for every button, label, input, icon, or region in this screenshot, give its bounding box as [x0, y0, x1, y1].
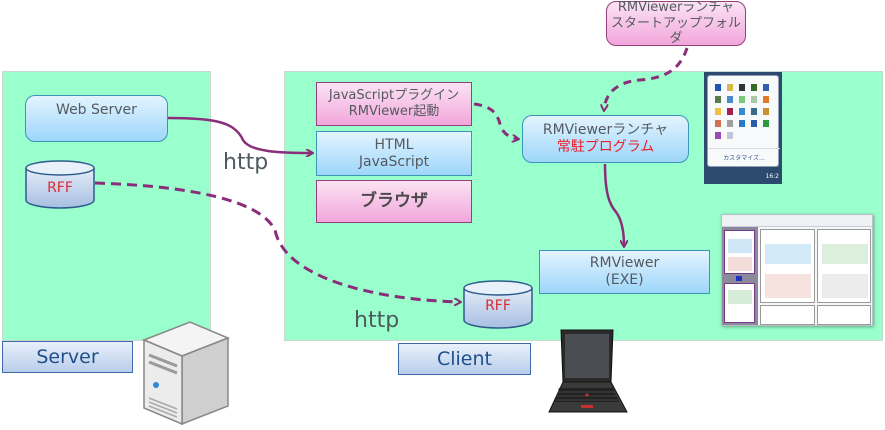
- server-tower-icon: [140, 310, 230, 426]
- tray-popup-screenshot: カスタマイズ... 16:2: [704, 72, 782, 184]
- server-rff-cylinder: RFF: [25, 160, 95, 210]
- startup-line1: RMViewerランチャ: [617, 0, 735, 16]
- web-server-box: Web Server: [25, 95, 168, 142]
- web-server-label: Web Server: [56, 102, 137, 118]
- tray-customize-link: カスタマイズ...: [723, 155, 765, 162]
- database-icon: [463, 280, 533, 329]
- launcher-box: RMViewerランチャ 常駐プログラム: [522, 115, 689, 163]
- viewer-line1: RMViewer: [589, 255, 660, 272]
- server-rff-label: RFF: [47, 180, 73, 196]
- client-label: Client: [398, 343, 531, 375]
- rmviewer-exe-box: RMViewer (EXE): [539, 250, 710, 294]
- startup-folder-box: RMViewerランチャ スタートアップフォルダ: [606, 0, 746, 47]
- rmviewer-app-screenshot: [721, 214, 873, 326]
- client-rff-cylinder: RFF: [463, 280, 533, 330]
- javascript-plugin-box: JavaScriptプラグイン RMViewer起動: [316, 82, 472, 126]
- client-rff-label: RFF: [485, 298, 511, 314]
- launcher-line1: RMViewerランチャ: [542, 122, 669, 139]
- browser-label: ブラウザ: [360, 191, 428, 212]
- html-line2: JavaScript: [358, 153, 430, 170]
- html-line1: HTML: [374, 136, 414, 153]
- plugin-line2: RMViewer起動: [348, 104, 440, 119]
- server-label: Server: [2, 341, 133, 373]
- viewer-line2: (EXE): [605, 272, 644, 288]
- http-label-bottom: http: [354, 308, 400, 333]
- launcher-line2: 常駐プログラム: [556, 139, 655, 155]
- laptop-icon: [547, 328, 629, 418]
- browser-box: ブラウザ: [316, 180, 472, 223]
- http-label-top: http: [223, 150, 269, 175]
- database-icon: [25, 160, 95, 209]
- taskbar-clock: 16:2: [765, 173, 779, 180]
- plugin-line1: JavaScriptプラグイン: [328, 88, 460, 104]
- html-javascript-box: HTML JavaScript: [316, 131, 472, 176]
- startup-line2: スタートアップフォルダ: [610, 15, 741, 47]
- tray-icons-grid: [715, 84, 769, 139]
